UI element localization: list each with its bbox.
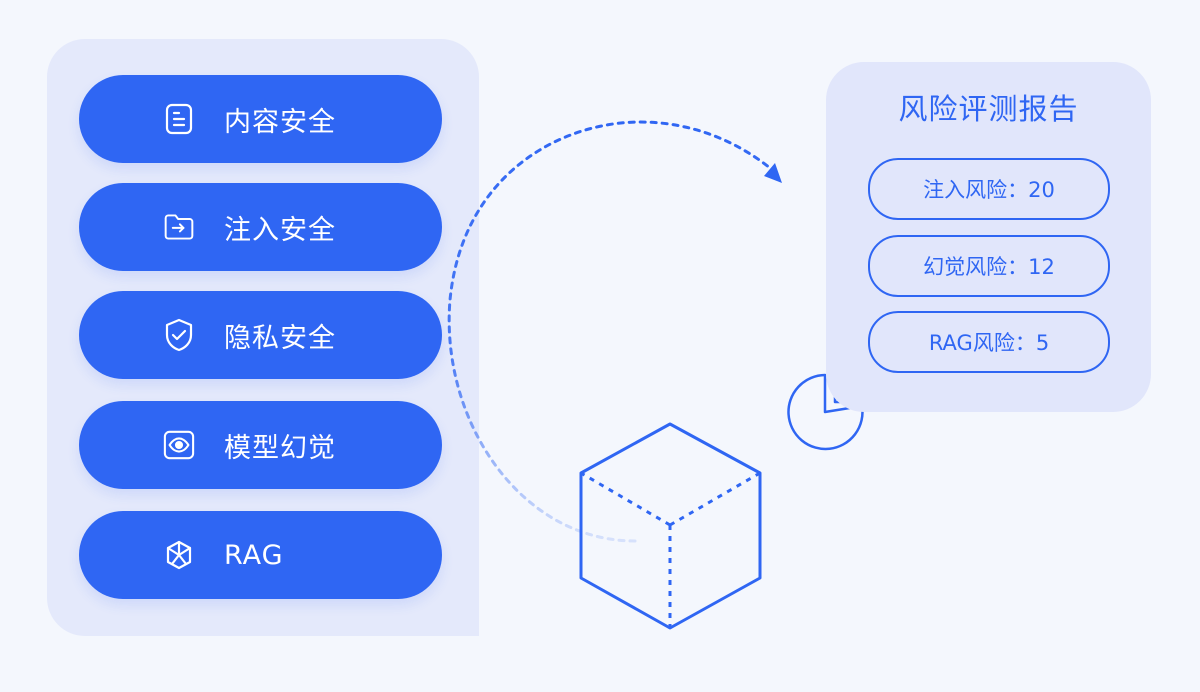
document-icon (163, 103, 195, 135)
risk-item-hallucination: 幻觉风险：12 (868, 235, 1110, 297)
category-button-injection-safety[interactable]: 注入安全 (79, 183, 442, 271)
arrow-head-icon (764, 163, 782, 183)
report-title: 风险评测报告 (898, 92, 1079, 126)
risk-item-injection: 注入风险：20 (868, 158, 1110, 220)
shield-check-icon (163, 318, 195, 352)
eye-icon (163, 429, 195, 461)
flow-arc (447, 120, 772, 543)
risk-item-rag: RAG风险：5 (868, 311, 1110, 373)
category-label: 内容安全 (224, 106, 336, 138)
category-label: RAG (224, 539, 284, 571)
folder-arrow-icon (163, 211, 195, 243)
cube-network-icon (163, 539, 195, 571)
category-button-model-hallucination[interactable]: 模型幻觉 (79, 401, 442, 489)
category-button-rag[interactable]: RAG (79, 511, 442, 599)
category-button-content-safety[interactable]: 内容安全 (79, 75, 442, 163)
category-label: 隐私安全 (224, 322, 336, 354)
category-label: 注入安全 (224, 214, 336, 246)
category-button-privacy-safety[interactable]: 隐私安全 (79, 291, 442, 379)
category-label: 模型幻觉 (224, 432, 336, 464)
cube-icon (579, 422, 762, 630)
